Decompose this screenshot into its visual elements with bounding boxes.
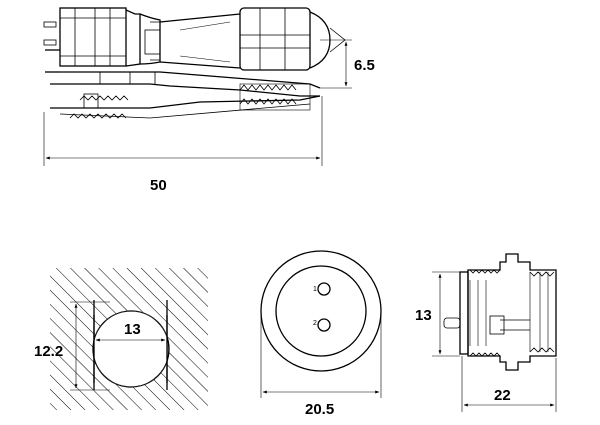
socket-length-label: 22 xyxy=(494,387,511,404)
panel-cutout-view: 12.2 13 xyxy=(34,268,208,410)
face-diameter-label: 20.5 xyxy=(305,401,334,418)
plug-body xyxy=(59,7,161,67)
dimension-side-offset: 6.5 xyxy=(320,39,375,89)
cutout-height-label: 12.2 xyxy=(34,343,63,360)
pin-2-label: 2 xyxy=(313,320,317,327)
dimension-socket-length: 22 xyxy=(461,356,557,412)
dimension-face-diameter: 20.5 xyxy=(260,311,382,418)
connector-pins xyxy=(43,21,60,73)
dimension-flange-height: 13 xyxy=(415,271,460,357)
overall-length-label: 50 xyxy=(150,177,167,194)
dimension-cutout-height: 12.2 xyxy=(34,301,110,391)
inner-face-ring xyxy=(275,265,367,357)
dimension-cutout-width: 13 xyxy=(95,321,166,342)
flange-height-label: 13 xyxy=(415,307,432,324)
outer-face-ring xyxy=(260,250,382,372)
cable-housing xyxy=(50,71,321,119)
pin-2-hole xyxy=(317,318,331,332)
side-offset-label: 6.5 xyxy=(354,57,375,74)
cutout-width-label: 13 xyxy=(124,321,141,338)
side-view: 6.5 50 xyxy=(43,7,375,194)
plug-barrel xyxy=(159,13,241,69)
dimension-overall-length: 50 xyxy=(43,96,323,194)
front-face-view: 1 2 20.5 xyxy=(260,250,382,418)
gland-nut xyxy=(239,7,346,71)
socket-side-view: 13 22 xyxy=(415,253,557,412)
pin-1-hole xyxy=(317,282,331,296)
socket-flange xyxy=(459,271,469,355)
pin-1-label: 1 xyxy=(313,286,317,293)
